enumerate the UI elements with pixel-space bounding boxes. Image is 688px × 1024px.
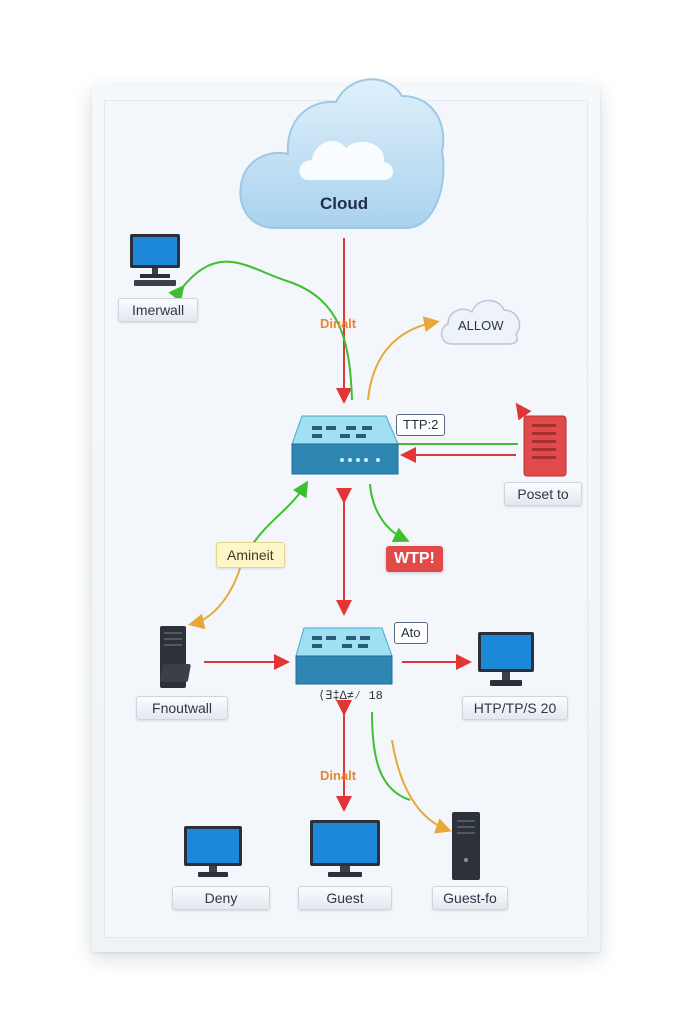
switch-bottom-port-label: ⟨∃‡∆≠⁄ 18 [318, 689, 383, 703]
server-label-fnoutwall: Fnoutwall [136, 696, 228, 720]
firewall-icon[interactable] [520, 414, 568, 478]
link-amineit-switch-green [249, 480, 309, 549]
annotation-upper: Dinalt [320, 316, 357, 331]
desktop-computer-icon[interactable] [128, 232, 184, 288]
pc-label-imerwall: Imerwall [118, 298, 198, 322]
allow-cloud-icon [440, 299, 521, 345]
link-pc-switch-green [168, 260, 353, 401]
annotation-lower: Dinalt [320, 768, 357, 783]
switch-top-tag: TTP:2 [396, 414, 446, 436]
monitor-icon[interactable] [476, 630, 536, 690]
firewall-label: Poset to [504, 482, 582, 506]
switch-bottom-tag: Ato [394, 622, 428, 644]
network-switch-icon-2[interactable] [294, 626, 394, 688]
link-amineit-server-orange [188, 567, 241, 630]
cloud-icon [239, 78, 445, 229]
network-switch-icon[interactable] [290, 414, 400, 478]
link-switch-guestfo-green [371, 711, 411, 801]
link-switch-wtp-green [369, 483, 410, 543]
monitor-icon-guest[interactable] [308, 818, 382, 880]
monitor-icon-deny[interactable] [182, 824, 244, 880]
wtp-note: WTP! [386, 546, 443, 572]
cloud-label: Cloud [320, 194, 369, 213]
pc-label-right: HTP/TP/S 20 [462, 696, 568, 720]
server-tower-icon-2[interactable] [448, 810, 484, 882]
amineit-note: Amineit [216, 542, 285, 568]
pc-label-deny: Deny [172, 886, 270, 910]
server-tower-icon[interactable] [156, 624, 200, 692]
server-label-guestfo: Guest-fo [432, 886, 508, 910]
link-switch-allow-orange [367, 316, 440, 401]
pc-label-guest: Guest [298, 886, 392, 910]
link-switch-guestfo-orange [391, 739, 452, 834]
allow-cloud-label: ALLOW [458, 318, 504, 333]
